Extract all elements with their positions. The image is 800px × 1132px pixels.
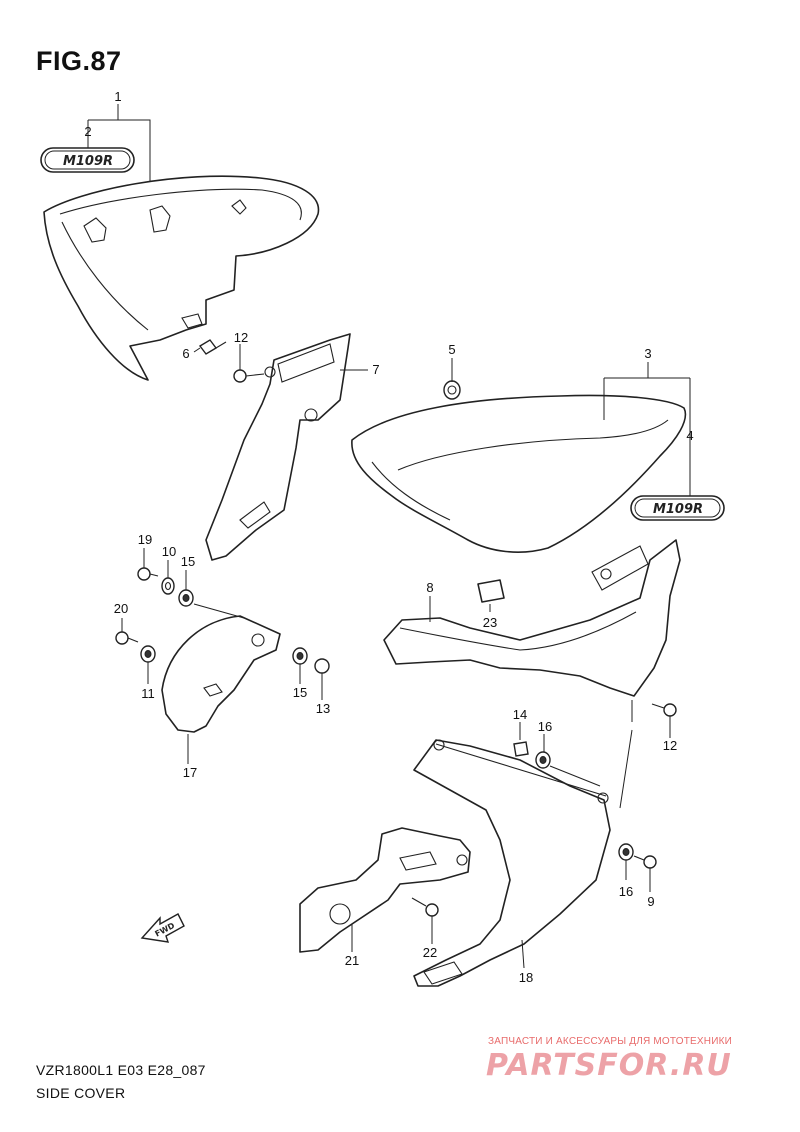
callout-12-lower: 12	[663, 738, 677, 753]
callout-3: 3	[644, 346, 651, 361]
washer-10	[161, 577, 175, 595]
diagram-name: SIDE COVER	[36, 1085, 126, 1101]
callout-7: 7	[372, 362, 379, 377]
callout-23: 23	[483, 615, 497, 630]
guard-17	[161, 615, 281, 733]
fasteners	[115, 339, 677, 917]
callout-11: 11	[141, 686, 155, 701]
callout-16-upper: 16	[538, 719, 552, 734]
upper-side-cover	[43, 175, 320, 381]
grommet-11	[140, 645, 156, 663]
callout-6: 6	[182, 346, 189, 361]
upper-emblem: M109R	[40, 147, 135, 173]
callout-19: 19	[138, 532, 152, 547]
callout-13: 13	[316, 701, 330, 716]
grommet-5	[443, 380, 461, 400]
watermark-caption: ЗАПЧАСТИ И АКСЕССУАРЫ ДЛЯ МОТОТЕХНИКИ	[488, 1036, 733, 1047]
collar-14	[513, 741, 529, 757]
callout-9: 9	[647, 894, 654, 909]
pad-23	[477, 579, 505, 603]
lower-emblem: M109R	[630, 495, 725, 521]
bracket-7	[205, 333, 351, 561]
watermark-logo: PARTSFOR.RU	[486, 1048, 732, 1083]
bolt-22	[411, 897, 439, 917]
grommet-15-lower	[292, 647, 308, 665]
callout-16-lower: 16	[619, 884, 633, 899]
callout-15-lower: 15	[293, 685, 307, 700]
cover-bracket-8	[383, 539, 681, 697]
bolt-12-lower	[651, 703, 677, 717]
callout-5: 5	[448, 342, 455, 357]
callout-2: 2	[84, 124, 91, 139]
callout-22: 22	[423, 945, 437, 960]
callout-21: 21	[345, 953, 359, 968]
lower-side-cover	[351, 394, 687, 553]
callout-17: 17	[183, 765, 197, 780]
callout-20: 20	[114, 601, 128, 616]
screw-6	[198, 339, 227, 355]
upper-emblem-text: M109R	[63, 154, 113, 169]
bolt-12-upper	[233, 369, 265, 383]
grommet-16-upper	[535, 751, 551, 769]
bolt-20	[115, 631, 139, 645]
mounting-plate-21	[299, 827, 471, 953]
callout-15-upper: 15	[181, 554, 195, 569]
model-code: VZR1800L1 E03 E28_087	[36, 1062, 206, 1078]
bolt-19	[137, 567, 159, 581]
fwd-arrow: FWD	[140, 913, 185, 943]
callout-4: 4	[686, 428, 693, 443]
callout-14: 14	[513, 707, 527, 722]
leader-lines	[87, 104, 691, 969]
grommet-15-upper	[178, 589, 194, 607]
figure-title: FIG.87	[36, 46, 122, 76]
collar-13	[314, 658, 330, 674]
callout-12-upper: 12	[234, 330, 248, 345]
lower-emblem-text: M109R	[653, 502, 703, 517]
callout-18: 18	[519, 970, 533, 985]
callout-1: 1	[114, 89, 121, 104]
frame-cover-18	[413, 739, 611, 987]
bolt-9	[633, 855, 657, 869]
callout-10: 10	[162, 544, 176, 559]
callouts: 1 2 3 4 5 6 7 8 9 10 11 12 12 13 14 15 1…	[84, 89, 693, 985]
callout-8: 8	[426, 580, 433, 595]
grommet-16-lower	[618, 843, 634, 861]
